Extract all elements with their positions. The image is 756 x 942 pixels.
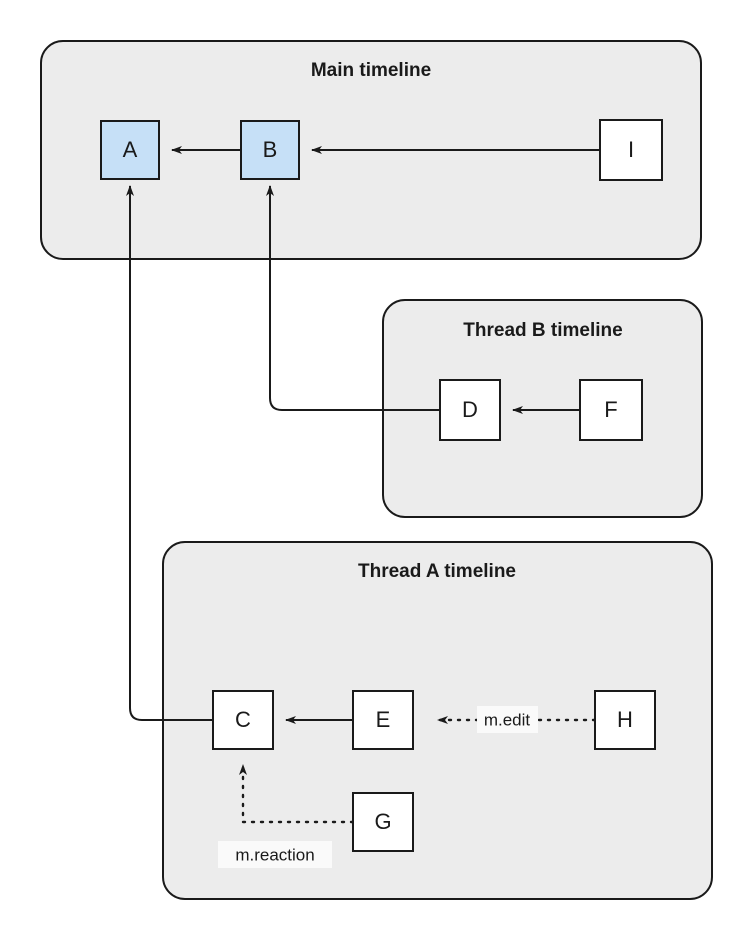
edge-d-to-b-line — [266, 185, 440, 411]
node-a-label: A — [123, 137, 138, 162]
edge-h-to-e-label-bg — [477, 706, 538, 733]
edge-g-to-c-line — [239, 763, 355, 824]
node-b-rect — [240, 120, 300, 180]
node-g-label: G — [374, 809, 391, 834]
node-h-rect — [594, 690, 656, 750]
node-c-label: C — [235, 707, 251, 732]
node-a[interactable]: A — [100, 120, 160, 180]
node-g-rect — [352, 792, 414, 852]
edge-h-to-e-label: m.edit — [484, 710, 531, 729]
node-h[interactable]: H — [594, 690, 656, 750]
node-b-label: B — [263, 137, 278, 162]
node-d-label: D — [462, 397, 478, 422]
node-f[interactable]: F — [579, 379, 643, 441]
container-thread-b-timeline[interactable]: Thread B timeline — [382, 299, 703, 518]
node-b[interactable]: B — [240, 120, 300, 180]
node-e[interactable]: E — [352, 690, 414, 750]
edge-g-to-c-label: m.reaction — [235, 845, 314, 864]
edge-g-to-c-label-bg — [218, 841, 332, 868]
node-d[interactable]: D — [439, 379, 501, 441]
edge-d-to-b[interactable] — [266, 185, 440, 411]
node-i[interactable]: I — [599, 119, 663, 181]
node-e-rect — [352, 690, 414, 750]
edge-c-to-a-line — [126, 185, 213, 721]
node-f-rect — [579, 379, 643, 441]
container-thread-b-timeline-rect — [382, 299, 703, 518]
node-h-label: H — [617, 707, 633, 732]
node-g[interactable]: G — [352, 792, 414, 852]
node-a-rect — [100, 120, 160, 180]
container-thread-b-timeline-title: Thread B timeline — [463, 320, 622, 341]
node-f-label: F — [604, 397, 617, 422]
edge-h-to-e[interactable]: m.edit — [436, 706, 597, 733]
node-e-label: E — [376, 707, 391, 732]
container-thread-a-timeline-title: Thread A timeline — [358, 561, 516, 582]
container-main-timeline-title: Main timeline — [311, 60, 431, 81]
node-c[interactable]: C — [212, 690, 274, 750]
edge-c-to-a[interactable] — [126, 185, 213, 721]
node-d-rect — [439, 379, 501, 441]
node-c-rect — [212, 690, 274, 750]
node-i-label: I — [628, 137, 634, 162]
edge-g-to-c[interactable]: m.reaction — [218, 763, 355, 868]
node-i-rect — [599, 119, 663, 181]
